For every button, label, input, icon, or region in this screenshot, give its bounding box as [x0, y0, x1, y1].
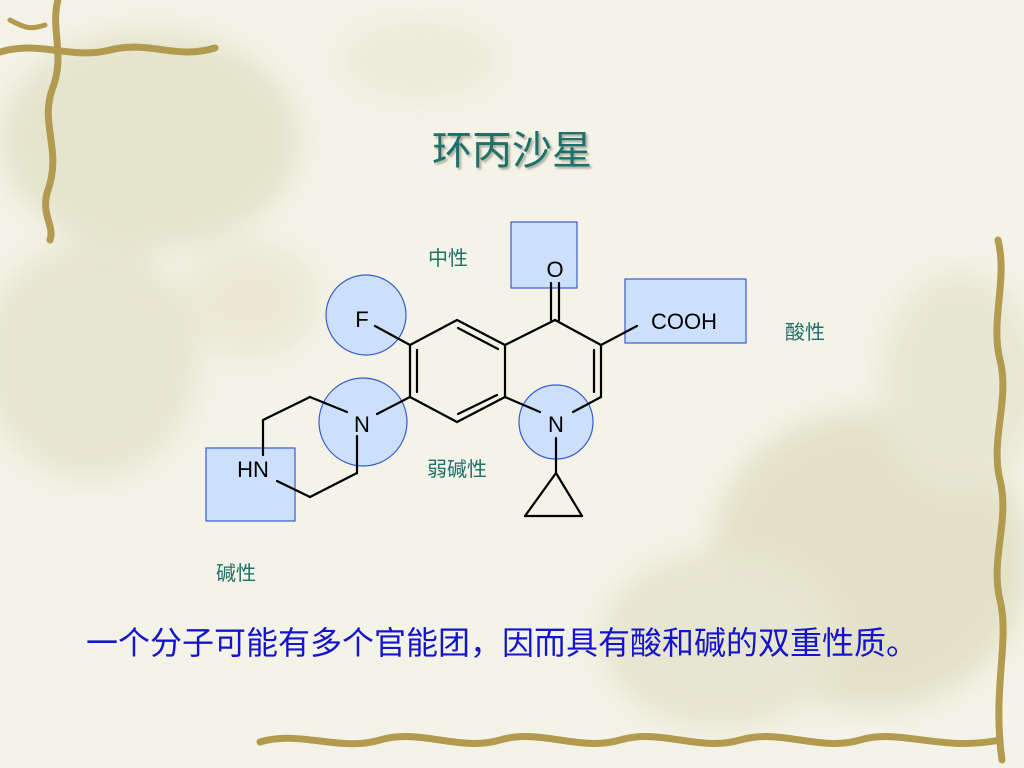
vine-bottom — [256, 733, 1004, 748]
weak-basic-label: 弱碱性 — [427, 457, 487, 481]
piperazine-n-atom: N — [354, 412, 370, 437]
cooh-highlight-box — [624, 278, 747, 344]
vine-top-left — [42, 0, 62, 244]
neutral-label: 中性 — [428, 246, 468, 270]
piperazine-n-highlight-circle — [318, 377, 408, 467]
vine-right — [993, 236, 1007, 764]
fluorine-highlight-circle — [325, 274, 407, 356]
hn-group: HN — [237, 457, 269, 482]
quinolone-n-atom: N — [548, 412, 564, 437]
cooh-group: COOH — [651, 309, 717, 334]
basic-label: 碱性 — [216, 561, 256, 585]
body-text: 一个分子可能有多个官能团，因而具有酸和碱的双重性质。 — [86, 624, 919, 662]
bonds — [261, 281, 639, 518]
fluorine-atom: F — [355, 307, 368, 332]
acidic-label: 酸性 — [785, 320, 825, 344]
oxygen-atom: O — [546, 257, 563, 282]
hn-highlight-box — [205, 447, 296, 522]
slide-title: 环丙沙星 — [432, 128, 592, 174]
ketone-highlight-box — [510, 221, 578, 289]
